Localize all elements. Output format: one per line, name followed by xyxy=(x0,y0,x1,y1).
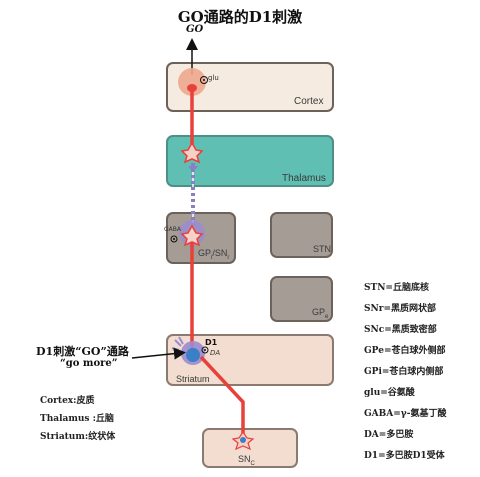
d1-go-annotation: D1刺激“GO”通路 xyxy=(36,345,129,358)
thalamus-label: Thalamus xyxy=(282,173,326,184)
gpi-snr-label: GPi/SNr xyxy=(198,248,230,261)
legend-da: DA=多巴胺 xyxy=(364,430,414,440)
stn-label: STN xyxy=(313,244,331,254)
d1-receptor-marker xyxy=(201,346,209,354)
legend-stn: STN=丘脑底核 xyxy=(364,283,429,293)
gaba-label: GABA xyxy=(164,226,181,233)
legend-cortex: Cortex:皮质 xyxy=(40,396,95,406)
legend-d1: D1=多巴胺D1受体 xyxy=(364,451,445,461)
legend-thalamus: Thalamus :丘脑 xyxy=(40,414,114,424)
cortex-neuron xyxy=(178,68,206,96)
glu-label: glu xyxy=(208,74,219,82)
da-label: DA xyxy=(210,349,221,357)
legend-glu: glu=谷氨酸 xyxy=(364,388,415,398)
go-more-annotation: “go more” xyxy=(60,358,118,369)
annotation-arrow xyxy=(131,347,186,360)
diagram-title: GO通路的D1刺激 xyxy=(177,8,303,26)
snc-striatum-projection xyxy=(199,355,245,437)
gpe-box xyxy=(270,276,333,322)
legend-gaba: GABA=γ-氨基丁酸 xyxy=(364,409,447,419)
glu-marker xyxy=(200,76,208,84)
striatum-label: Striatum xyxy=(176,374,210,384)
thalamus-synapse xyxy=(180,141,204,164)
gpe-label: GPe xyxy=(312,307,329,320)
gaba-marker xyxy=(170,235,178,243)
legend-striatum: Striatum:纹状体 xyxy=(40,432,116,442)
legend-gpe: GPe=苍白球外侧部 xyxy=(364,346,446,356)
legend-snr: SNr=黑质网状部 xyxy=(364,304,437,314)
legend-gpi: GPi=苍白球内侧部 xyxy=(364,367,444,377)
go-label: GO xyxy=(186,24,204,35)
stn-box xyxy=(270,212,333,258)
thalamus-box xyxy=(166,135,334,187)
snc-label: SNC xyxy=(238,454,255,467)
cortex-label: Cortex xyxy=(294,96,324,107)
legend-snc: SNc=黑质致密部 xyxy=(364,325,437,335)
d1-label: D1 xyxy=(205,338,218,347)
